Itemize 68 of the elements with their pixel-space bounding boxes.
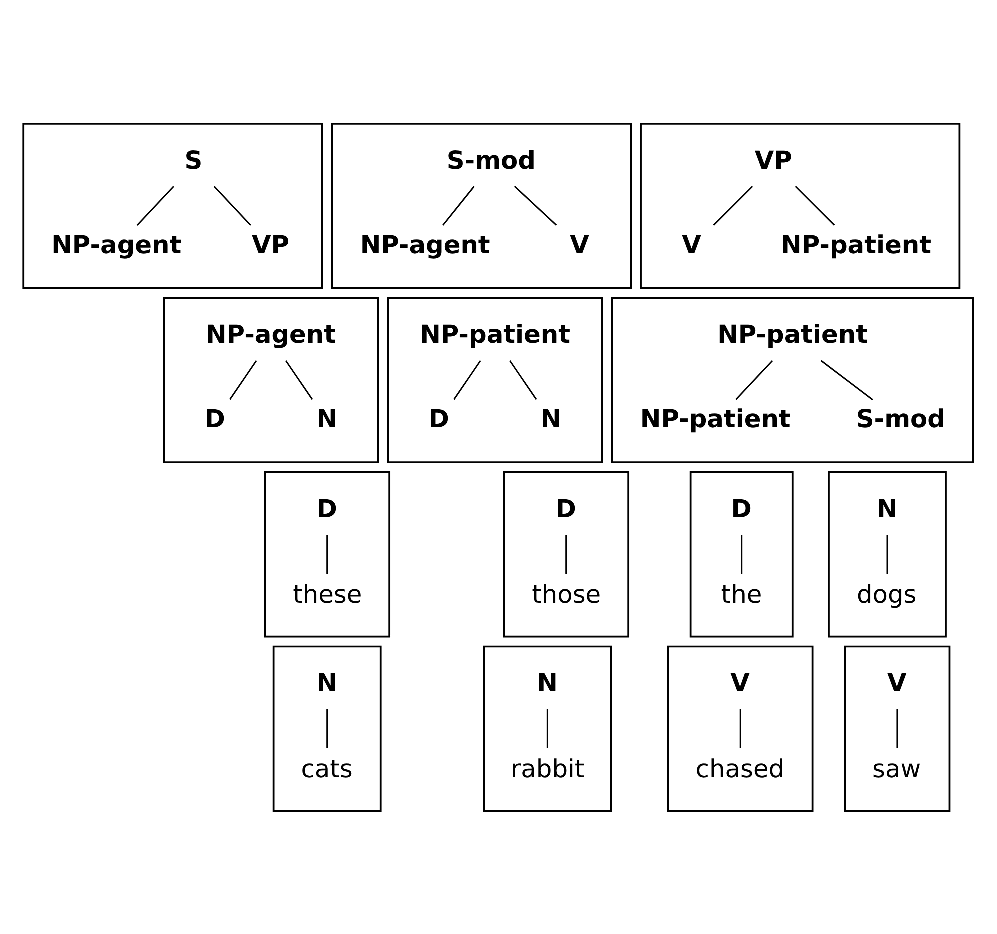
connector	[820, 360, 874, 400]
node-text: NP-patient	[420, 320, 570, 349]
cluster	[844, 645, 951, 812]
node-text: V	[570, 230, 590, 259]
connector	[736, 360, 774, 400]
connector	[886, 534, 888, 574]
node-text: VP	[252, 230, 290, 259]
connector	[454, 360, 482, 400]
connector	[442, 186, 475, 226]
node-text: D	[316, 494, 338, 523]
connector	[741, 534, 743, 574]
connector	[795, 186, 836, 226]
node-text: cats	[301, 754, 353, 783]
connector	[230, 360, 258, 400]
node-text: N	[537, 668, 558, 698]
connector	[514, 186, 558, 226]
node-text: NP-agent	[360, 230, 490, 259]
node-text: V	[887, 668, 907, 698]
cluster	[387, 296, 604, 463]
connector	[326, 708, 328, 748]
node-text: VP	[754, 145, 792, 174]
node-text: dogs	[857, 580, 917, 609]
connector	[566, 534, 568, 574]
node-text: S-mod	[446, 145, 536, 174]
cluster	[22, 122, 324, 289]
node-text: D	[731, 494, 752, 523]
connector	[896, 708, 898, 748]
node-text: N	[876, 494, 898, 523]
cluster	[483, 645, 612, 812]
connector	[509, 360, 538, 400]
cluster	[640, 122, 961, 289]
node-text: NP-agent	[206, 320, 336, 349]
node-text: V	[730, 668, 750, 698]
connector	[136, 186, 174, 226]
cluster	[667, 645, 814, 812]
node-text: the	[721, 580, 762, 609]
node-text: S-mod	[856, 404, 946, 434]
cluster	[272, 645, 382, 812]
cluster	[264, 471, 391, 638]
node-text: N	[316, 404, 338, 434]
node-text: chased	[696, 754, 785, 783]
cluster	[690, 471, 794, 638]
node-text: N	[316, 668, 338, 698]
node-text: D	[428, 404, 450, 434]
connector	[740, 708, 742, 748]
connector	[285, 360, 314, 400]
cluster	[331, 122, 632, 289]
node-text: D	[556, 494, 576, 523]
cluster	[163, 296, 380, 463]
node-text: NP-patient	[718, 320, 868, 349]
connector	[326, 534, 328, 574]
node-text: NP-patient	[640, 404, 791, 434]
node-text: saw	[872, 754, 922, 783]
cluster	[828, 471, 947, 638]
node-text: S	[184, 145, 203, 174]
node-text: V	[682, 230, 702, 259]
connector	[713, 186, 754, 226]
node-text: NP-patient	[781, 230, 932, 259]
node-text: those	[532, 580, 602, 609]
node-text: these	[293, 580, 362, 609]
node-text: N	[540, 404, 562, 434]
cluster	[503, 471, 630, 638]
node-text: NP-agent	[52, 230, 182, 259]
connector	[546, 708, 548, 748]
node-text: D	[204, 404, 226, 434]
node-text: rabbit	[510, 754, 585, 783]
connector	[214, 186, 252, 226]
cluster	[611, 296, 974, 463]
